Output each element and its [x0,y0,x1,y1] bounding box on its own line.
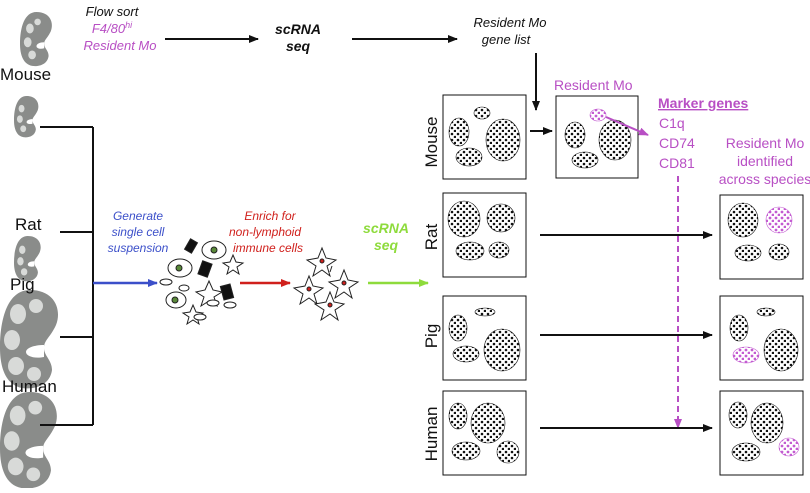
gene-list-text-1: Resident Mo [474,15,547,30]
mid-scrna-text: scRNA [363,220,409,236]
identified-text-1: Resident Mo [726,135,805,151]
umap-clusters-rat-identified [727,202,793,262]
marker-gene-cd81: CD81 [659,155,695,171]
label-mouse: Mouse [0,65,51,84]
generate-text-1: Generate [113,209,163,223]
label-human: Human [2,377,57,396]
f480-marker-text: F4/80hi [92,20,133,36]
generate-text-3: suspension [108,241,169,255]
panel-label-rat: Rat [422,224,441,251]
umap-clusters-human [448,402,520,464]
kidney-icon-mouse-top [20,12,52,67]
enrich-text-1: Enrich for [244,209,296,223]
umap-clusters-mouse [448,106,521,167]
kidney-icon-mouse [14,96,39,138]
species-bracket [40,126,94,426]
enriched-cells-illustration [292,246,360,322]
label-rat: Rat [15,215,42,234]
umap-clusters-pig [448,307,521,372]
marker-gene-cd74: CD74 [659,135,695,151]
umap-clusters-pig-identified [729,307,799,372]
mid-seq-text: seq [374,237,399,253]
cell-suspension-illustration [159,238,245,326]
umap-clusters-mouse-reference [564,108,632,169]
enrich-text-2: non-lymphoid [229,225,301,239]
resident-mo-sort-text: Resident Mo [84,38,157,53]
enrich-text-3: immune cells [233,241,303,255]
panel-label-mouse: Mouse [422,116,441,167]
marker-gene-c1q: C1q [659,115,685,131]
marker-genes-title: Marker genes [658,95,748,111]
panel-label-human: Human [422,407,441,462]
generate-text-2: single cell [112,225,165,239]
kidney-icon-human [0,392,57,489]
label-pig: Pig [10,275,35,294]
top-seq-text: seq [286,38,311,54]
identified-text-2: identified [737,153,793,169]
kidney-icon-rat [14,236,41,282]
umap-clusters-rat [447,200,516,261]
kidney-icon-pig [0,290,59,389]
umap-clusters-human-identified [728,401,800,462]
identified-text-3: across species [719,171,810,187]
top-scrna-text: scRNA [275,21,321,37]
flow-sort-text: Flow sort [86,4,140,19]
gene-list-text-2: gene list [482,32,532,47]
arrow-to-marker-genes [605,116,649,136]
panel-label-pig: Pig [422,324,441,349]
resident-mo-label: Resident Mo [554,77,633,93]
